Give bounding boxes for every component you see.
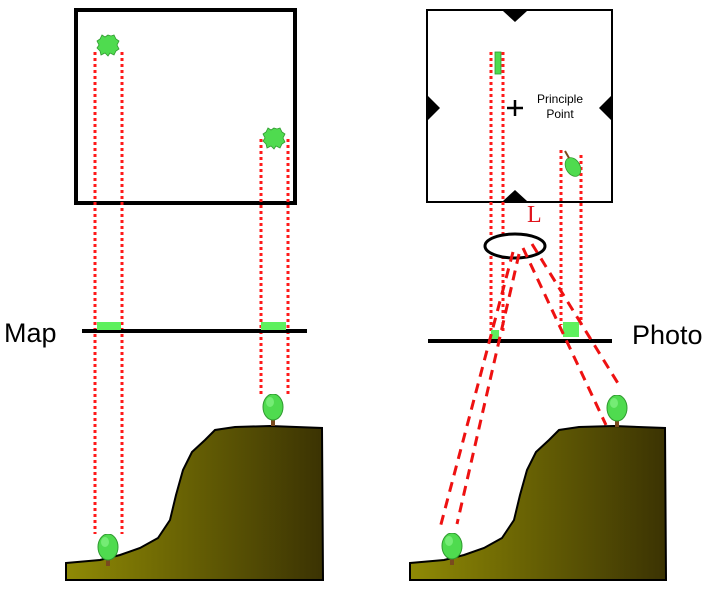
plus-icon bbox=[507, 100, 523, 116]
photo-tree-image-2 bbox=[564, 150, 582, 177]
photo-image-point-1 bbox=[491, 330, 499, 339]
photo-terrain bbox=[409, 424, 668, 581]
map-projection-lines bbox=[93, 52, 290, 534]
lens-label: L bbox=[527, 202, 542, 228]
photo-image-point-2 bbox=[563, 322, 579, 337]
photo-label: Photo bbox=[632, 320, 703, 350]
map-tree-ground-2 bbox=[262, 394, 284, 426]
fiducial-mark-icon bbox=[503, 11, 527, 22]
map-terrain bbox=[65, 424, 325, 581]
map-image-point-1 bbox=[97, 322, 121, 330]
photo-tree-image-1 bbox=[494, 51, 502, 75]
principle-point-label-line2: Point bbox=[546, 107, 574, 121]
photo-tree-ground-2 bbox=[606, 395, 628, 427]
fiducial-mark-icon bbox=[599, 96, 611, 120]
lens-rays bbox=[438, 243, 621, 529]
fiducial-mark-icon bbox=[503, 190, 527, 201]
map-image-point-2 bbox=[261, 322, 286, 330]
principle-point-label: Principle Point bbox=[528, 92, 592, 122]
fiducial-mark-icon bbox=[428, 96, 440, 120]
map-label: Map bbox=[4, 318, 57, 348]
lens-ellipse bbox=[483, 232, 547, 260]
principle-point-label-line1: Principle bbox=[536, 92, 584, 106]
